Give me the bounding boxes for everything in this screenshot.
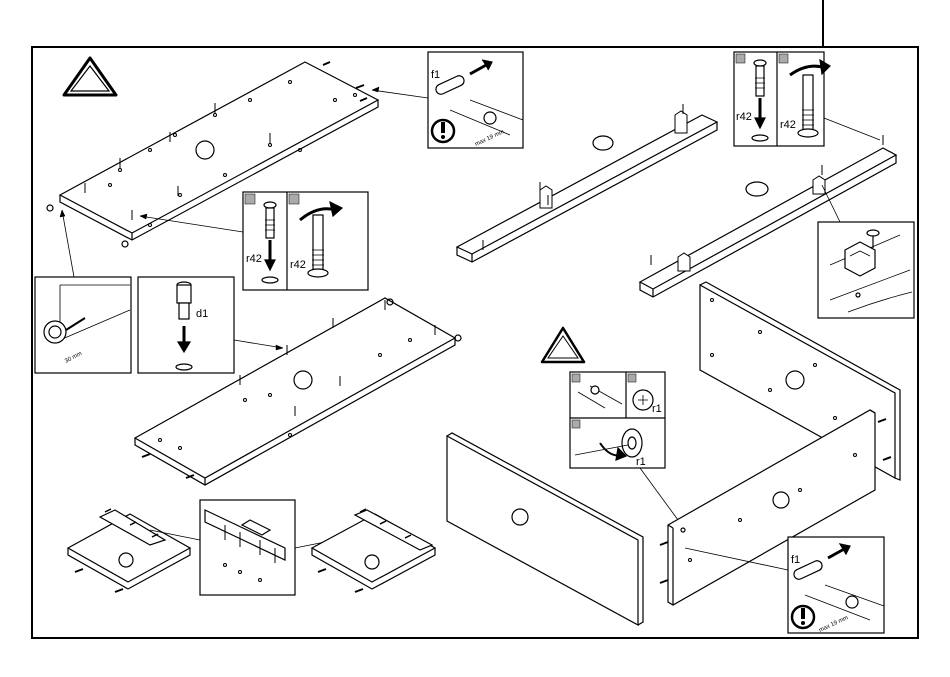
caution-exclamation-icon bbox=[432, 120, 454, 142]
r1-label-lower: r1 bbox=[636, 456, 646, 468]
warning-triangle-icon bbox=[64, 58, 116, 95]
r42-label-top-right: r42 bbox=[780, 119, 796, 131]
r42-label-mid-left: r42 bbox=[246, 253, 262, 265]
d1-label: d1 bbox=[196, 308, 208, 320]
r42-detail-box-mid: r42 r42 bbox=[243, 192, 368, 290]
r42-label-mid-right: r42 bbox=[290, 259, 306, 271]
f1-detail-box-bottom: f1 max 19 mm bbox=[788, 537, 884, 634]
r42-label-top-left: r42 bbox=[736, 111, 752, 123]
rail-detail-box bbox=[200, 500, 295, 595]
f1-detail-box-top: f1 max 19 mm bbox=[428, 52, 523, 148]
small-warning-triangle-icon bbox=[542, 328, 584, 362]
f1-label-bottom: f1 bbox=[791, 554, 800, 566]
dim-30mm-detail-box: 30 mm bbox=[35, 277, 131, 373]
bracket-detail-box bbox=[818, 222, 914, 318]
r1-label-upper: r1 bbox=[652, 403, 662, 415]
d1-detail-box: d1 bbox=[138, 277, 234, 373]
f1-label-top: f1 bbox=[431, 69, 440, 81]
r1-detail-box: r1 r1 bbox=[570, 372, 665, 468]
bottom-left-panel bbox=[68, 509, 190, 592]
r42-detail-box-top: r42 r42 bbox=[734, 52, 830, 146]
bottom-center-panel bbox=[312, 509, 435, 592]
caution-exclamation-icon-bottom bbox=[792, 606, 814, 628]
